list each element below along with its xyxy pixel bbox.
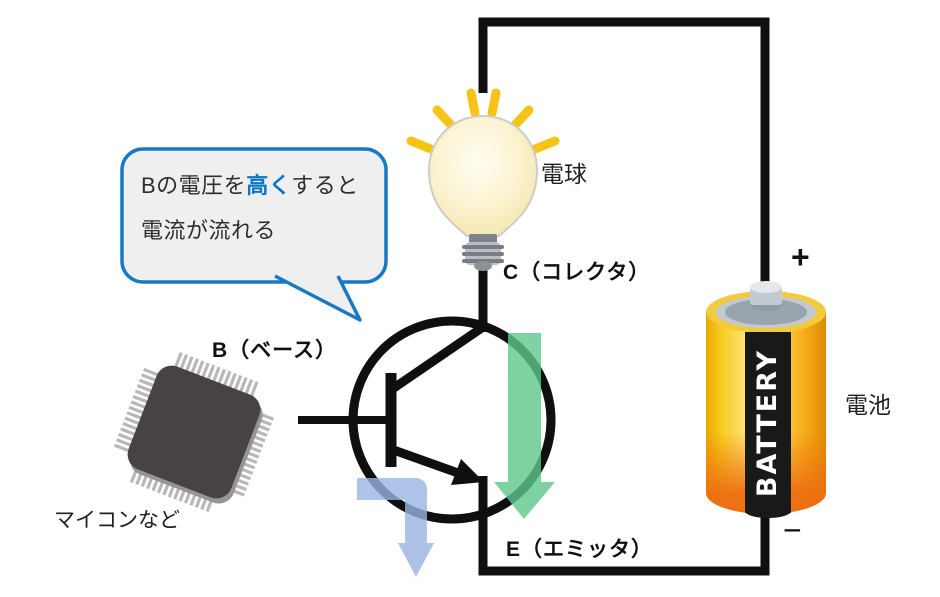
transistor-symbol xyxy=(348,316,556,524)
battery-minus-sign: − xyxy=(783,512,802,548)
bulb-glass xyxy=(427,114,539,237)
callout-line-2: 電流が流れる xyxy=(141,218,277,243)
wire-top-loop xyxy=(478,17,770,294)
label-emitter-terminal: E（エミッタ） xyxy=(506,538,654,561)
collector-arrow-shaft xyxy=(508,333,541,484)
battery-illustration: BATTERY xyxy=(706,281,826,518)
chip-body xyxy=(127,365,261,499)
light-bulb-illustration xyxy=(406,88,560,271)
battery-brand-text: BATTERY xyxy=(752,349,783,497)
wire-bottom-loop xyxy=(478,476,770,576)
battery-terminal-top xyxy=(750,281,782,293)
label-microcontroller: マイコンなど xyxy=(54,509,180,532)
speech-bubble xyxy=(120,147,388,322)
battery-top-cap-inner xyxy=(725,299,807,325)
battery-stripe xyxy=(745,332,791,513)
speech-bubble-body xyxy=(120,147,388,284)
transistor-emitter-lead xyxy=(386,443,460,478)
transistor-emitter-arrowhead xyxy=(451,459,484,485)
bulb-tip xyxy=(474,261,492,271)
callout-highlight: 高く xyxy=(246,173,292,198)
base-current-arrow xyxy=(357,478,434,577)
transistor-circle xyxy=(348,316,556,524)
speech-bubble-tail xyxy=(274,274,362,322)
label-battery: 電池 xyxy=(845,392,891,418)
callout-text: Bの電圧を高くすると 電流が流れる xyxy=(141,163,381,253)
collector-current-arrow xyxy=(494,333,555,519)
chip-pins xyxy=(113,352,274,513)
label-collector-terminal: C（コレクタ） xyxy=(503,261,651,284)
base-arrow-head xyxy=(398,543,434,577)
label-bulb: 電球 xyxy=(541,161,587,187)
collector-arrow-head xyxy=(494,482,555,519)
transistor-collector-lead xyxy=(385,321,489,396)
bulb-rays xyxy=(406,88,560,154)
chip-pins-right xyxy=(227,411,274,498)
chip-pins-bottom xyxy=(129,465,217,513)
battery-stripe-bottom xyxy=(745,504,791,518)
bulb-collar xyxy=(469,234,497,243)
battery-plus-sign: + xyxy=(791,239,810,275)
label-base-terminal: B（ベース） xyxy=(212,339,338,362)
microcontroller-illustration xyxy=(113,352,274,513)
chip-pins-left xyxy=(113,367,161,455)
callout-line-1: Bの電圧を高くすると xyxy=(141,173,359,198)
base-arrow-shaft xyxy=(357,478,427,546)
chip-pins-top xyxy=(173,352,260,399)
